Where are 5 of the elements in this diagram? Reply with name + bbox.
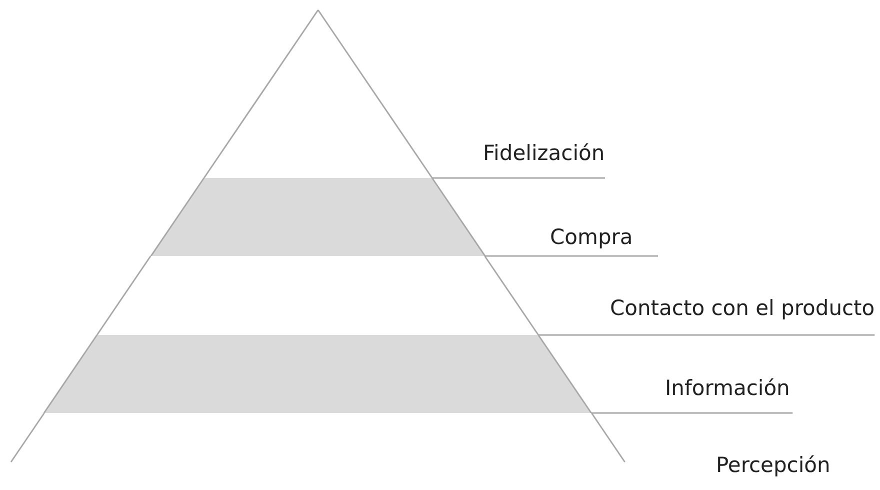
level-label: Percepción: [716, 452, 830, 478]
level-label: Fidelización: [482, 140, 605, 166]
level-label: Contacto con el producto: [610, 295, 875, 321]
level-label: Información: [664, 375, 790, 401]
level-label: Compra: [550, 224, 633, 250]
